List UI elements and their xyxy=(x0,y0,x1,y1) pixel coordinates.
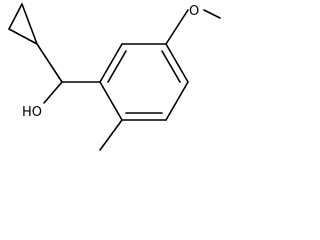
bond-cyclopropyl-1 xyxy=(8,3,23,30)
bond-carbinol-to-hydroxyl xyxy=(43,81,63,104)
double-bond-inner-1 xyxy=(107,50,127,83)
chemical-structure-diagram: HO O xyxy=(8,3,221,151)
bond-cyclopropyl-3 xyxy=(8,28,38,45)
bond-ring-4-5 xyxy=(165,81,189,121)
cyclopropyl-ring xyxy=(8,3,38,45)
methoxy-oxygen-label: O xyxy=(189,4,199,19)
bond-ring-to-methyl xyxy=(99,119,123,151)
bond-cyclopropyl-2 xyxy=(21,3,38,45)
bond-ring-1-2 xyxy=(99,43,123,83)
structure-canvas: HO O xyxy=(0,0,223,153)
bond-ring-to-methoxy-oxygen xyxy=(165,9,189,45)
bond-methoxy-oxygen-to-methyl xyxy=(203,9,221,19)
bond-cyclopropyl-to-carbinol xyxy=(36,43,63,83)
benzene-ring xyxy=(99,43,189,121)
hydroxyl-label: HO xyxy=(22,105,42,120)
bond-ring-6-1 xyxy=(99,81,123,121)
bond-ring-3-4 xyxy=(165,43,189,83)
double-bond-inner-2 xyxy=(161,50,181,83)
